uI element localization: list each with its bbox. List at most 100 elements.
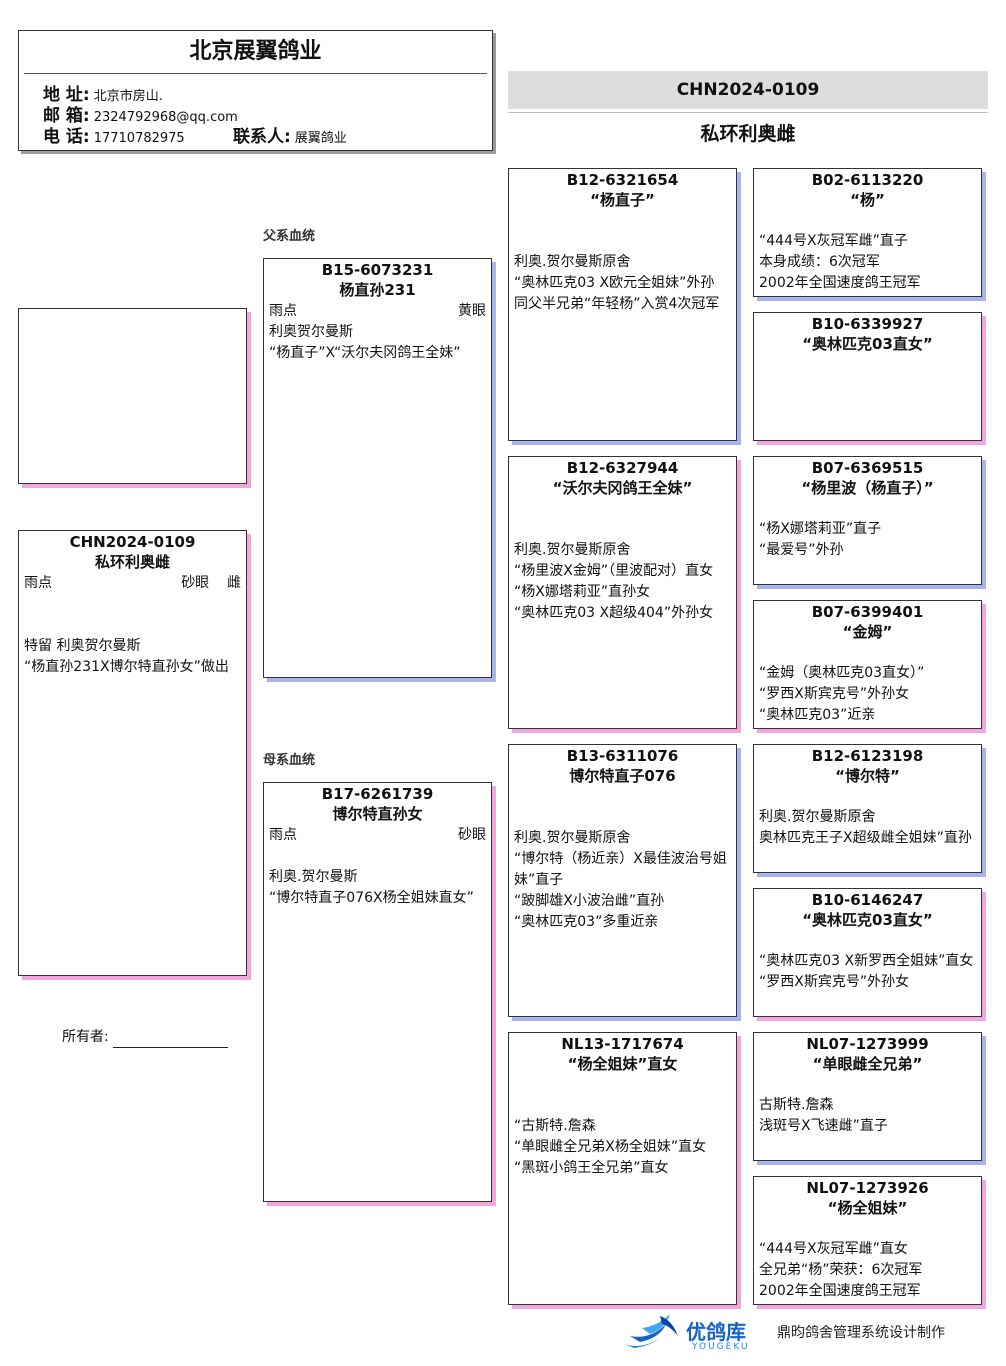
brand-logo-icon	[624, 1314, 678, 1348]
address-row: 地 址:北京市房山.	[43, 85, 163, 107]
ggp2-ring: B10-6339927	[811, 315, 924, 333]
ggp5-note-1: 利奥.贺尔曼斯原舍	[759, 809, 876, 825]
contact-value: 展翼鸽业	[294, 131, 347, 146]
dam-traits: 雨点 砂眼	[264, 824, 491, 846]
ggp1-note-1: “444号X灰冠军雌”直子	[759, 233, 908, 249]
dam-card: B17-6261739 博尔特直孙女 雨点 砂眼 利奥.贺尔曼斯 “博尔特直子0…	[263, 782, 492, 1202]
footer: 优鸽库 YOUGEKU 鼎昀鸽舍管理系统设计制作	[620, 1310, 1000, 1360]
dam-ring: B17-6261739	[321, 785, 434, 803]
owner-blank-line	[112, 1031, 228, 1048]
owner-field: 所有者:	[62, 1026, 228, 1048]
sire-sire-note-3: 同父半兄弟“年轻杨”入赏4次冠军	[514, 296, 720, 312]
phone-value: 17710782975	[93, 131, 185, 146]
dam-sire-card: B13-6311076 博尔特直子076 利奥.贺尔曼斯原舍 “博尔特（杨近亲）…	[508, 744, 737, 1017]
sire-dam-note-1: 利奥.贺尔曼斯原舍	[514, 542, 631, 558]
ggp5-note-2: 奥林匹克王子X超级雌全姐妹”直孙	[759, 830, 972, 846]
email-label: 邮 箱:	[43, 106, 90, 126]
ggp8-note-2: 全兄弟“杨”荣获：6次冠军	[759, 1262, 923, 1278]
address-value: 北京市房山.	[93, 89, 163, 104]
sire-sire-note-2: “奥林匹克03 X欧元全姐妹”外孙	[514, 275, 715, 291]
ggp6-note-2: “罗西X斯宾克号”外孙女	[759, 974, 910, 990]
subject-sex: 雌	[227, 575, 241, 591]
pigeon-name-title: 私环利奥雌	[700, 123, 796, 145]
dam-dam-note-1: “古斯特.詹森	[514, 1118, 596, 1134]
ggp5-ring: B12-6123198	[811, 747, 924, 765]
sire-sire-note-1: 利奥.贺尔曼斯原舍	[514, 254, 631, 270]
ggp7-name: “单眼雌全兄弟”	[812, 1055, 923, 1073]
ggp3-note-1: “杨X娜塔莉亚”直子	[759, 521, 882, 537]
subject-note-1: 特留 利奥贺尔曼斯	[24, 638, 141, 654]
sire-note-2: “杨直子”X“沃尔夫冈鸽王全妹”	[269, 345, 461, 361]
ggp1-note-2: 本身成绩：6次冠军	[759, 254, 880, 270]
dam-sire-note-4: “奥林匹克03”多重近亲	[514, 914, 659, 930]
dam-color: 雨点	[269, 827, 297, 843]
ggp3-ring: B07-6369515	[811, 459, 924, 477]
sire-eye: 黄眼	[458, 303, 486, 319]
brand-name-en: YOUGEKU	[692, 1342, 750, 1352]
ggp1-note-3: 2002年全国速度鸽王冠军	[759, 275, 921, 291]
ggp2-name: “奥林匹克03直女”	[802, 335, 933, 353]
sire-name: 杨直孙231	[339, 281, 416, 299]
sire-card: B15-6073231 杨直孙231 雨点 黄眼 利奥贺尔曼斯 “杨直子”X“沃…	[263, 258, 492, 678]
ggp8-note-1: “444号X灰冠军雌”直女	[759, 1241, 908, 1257]
subject-traits: 雨点 砂眼 雌	[19, 572, 246, 594]
loft-name: 北京展翼鸽业	[189, 39, 322, 64]
dam-note-1: 利奥.贺尔曼斯	[269, 869, 358, 885]
ggp2-card: B10-6339927 “奥林匹克03直女”	[753, 312, 982, 441]
dam-sire-note-1: 利奥.贺尔曼斯原舍	[514, 830, 631, 846]
contact-label: 联系人:	[232, 127, 291, 147]
dam-name: 博尔特直孙女	[332, 805, 423, 823]
subject-ring: CHN2024-0109	[69, 533, 196, 551]
ggp6-ring: B10-6146247	[811, 891, 924, 909]
father-line-label: 父系血统	[263, 229, 316, 244]
sire-dam-name: “沃尔夫冈鸽王全妹”	[552, 479, 693, 497]
banner-divider	[508, 112, 988, 113]
ggp6-note-1: “奥林匹克03 X新罗西全姐妹”直女	[759, 953, 974, 969]
sire-dam-card: B12-6327944 “沃尔夫冈鸽王全妹” 利奥.贺尔曼斯原舍 “杨里波X金姆…	[508, 456, 737, 729]
sire-dam-note-2: “杨里波X金姆”（里波配对）直女	[514, 563, 714, 579]
address-label: 地 址:	[43, 85, 90, 105]
ggp4-card: B07-6399401 “金姆” “金姆（奥林匹克03直女）” “罗西X斯宾克号…	[753, 600, 982, 729]
dam-sire-ring: B13-6311076	[566, 747, 679, 765]
dam-dam-note-3: “黑斑小鸽王全兄弟”直女	[514, 1160, 669, 1176]
ggp8-ring: NL07-1273926	[806, 1179, 929, 1197]
sire-dam-note-4: “奥林匹克03 X超级404”外孙女	[514, 605, 714, 621]
sire-sire-name: “杨直子”	[590, 191, 655, 209]
subject-eye: 砂眼	[181, 575, 210, 591]
footer-credit: 鼎昀鸽舍管理系统设计制作	[777, 1325, 945, 1341]
sire-dam-note-3: “杨X娜塔莉亚”直孙女	[514, 584, 651, 600]
dam-dam-note-2: “单眼雌全兄弟X杨全姐妹”直女	[514, 1139, 707, 1155]
ggp4-note-2: “罗西X斯宾克号”外孙女	[759, 686, 910, 702]
header-divider	[24, 73, 487, 74]
dam-dam-card: NL13-1717674 “杨全姐妹”直女 “古斯特.詹森 “单眼雌全兄弟X杨全…	[508, 1032, 737, 1305]
ggp8-note-3: 2002年全国速度鸽王冠军	[759, 1283, 921, 1299]
sire-color: 雨点	[269, 303, 297, 319]
sire-sire-card: B12-6321654 “杨直子” 利奥.贺尔曼斯原舍 “奥林匹克03 X欧元全…	[508, 168, 737, 441]
dam-sire-note-3: “跛脚雄X小波治雌”直孙	[514, 893, 665, 909]
ggp6-card: B10-6146247 “奥林匹克03直女” “奥林匹克03 X新罗西全姐妹”直…	[753, 888, 982, 1017]
ggp6-name: “奥林匹克03直女”	[802, 911, 933, 929]
ggp4-ring: B07-6399401	[811, 603, 924, 621]
subject-note-2: “杨直孙231X博尔特直孙女”做出	[24, 659, 229, 675]
ggp7-ring: NL07-1273999	[806, 1035, 929, 1053]
sire-sire-ring: B12-6321654	[566, 171, 679, 189]
ggp8-card: NL07-1273926 “杨全姐妹” “444号X灰冠军雌”直女 全兄弟“杨”…	[753, 1176, 982, 1305]
dam-dam-ring: NL13-1717674	[561, 1035, 684, 1053]
email-row: 邮 箱:2324792968@qq.com	[43, 106, 238, 128]
dam-sire-note-2: “博尔特（杨近亲）X最佳波治号姐妹”直子	[514, 851, 727, 888]
phone-row: 电 话:17710782975 联系人:展翼鸽业	[43, 127, 347, 149]
subject-name: 私环利奥雌	[94, 553, 170, 571]
dam-dam-name: “杨全姐妹”直女	[567, 1055, 678, 1073]
ggp7-note-2: 浅斑号X飞速雌”直子	[759, 1118, 888, 1134]
sire-ring: B15-6073231	[321, 261, 434, 279]
ggp5-card: B12-6123198 “博尔特” 利奥.贺尔曼斯原舍 奥林匹克王子X超级雌全姐…	[753, 744, 982, 873]
ggp5-name: “博尔特”	[835, 767, 900, 785]
ggp1-name: “杨”	[850, 191, 885, 209]
dam-note-2: “博尔特直子076X杨全姐妹直女”	[269, 890, 474, 906]
sire-note-1: 利奥贺尔曼斯	[269, 324, 353, 340]
sire-dam-ring: B12-6327944	[566, 459, 679, 477]
dam-sire-name: 博尔特直子076	[569, 767, 676, 785]
ggp1-card: B02-6113220 “杨” “444号X灰冠军雌”直子 本身成绩：6次冠军 …	[753, 168, 982, 297]
loft-info-card: 北京展翼鸽业 地 址:北京市房山. 邮 箱:2324792968@qq.com …	[18, 30, 493, 151]
pigeon-ring-banner: CHN2024-0109	[508, 71, 988, 109]
